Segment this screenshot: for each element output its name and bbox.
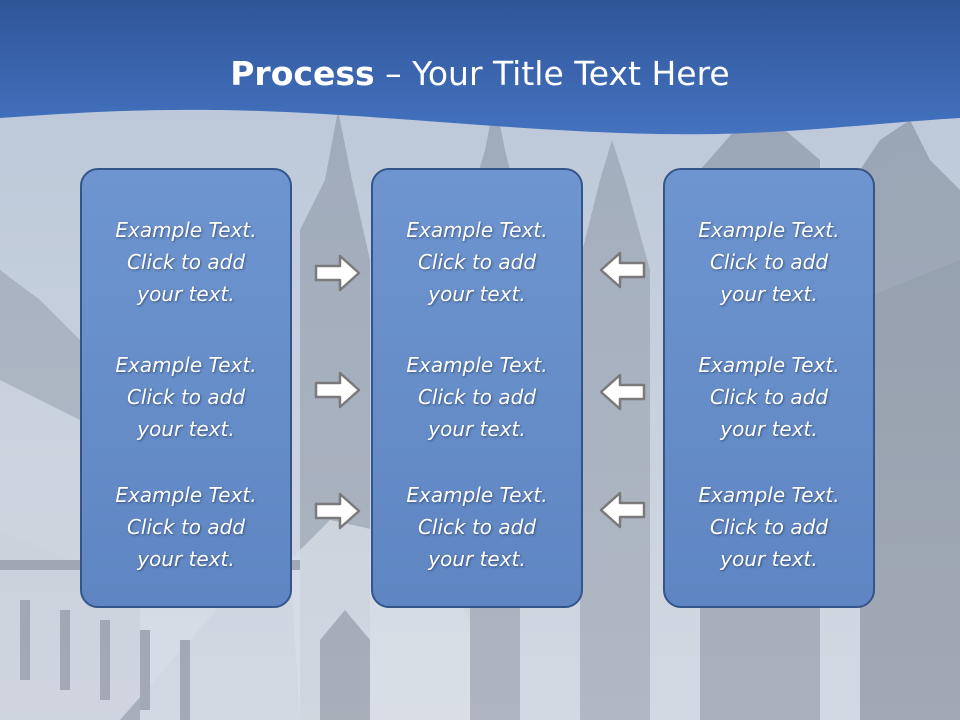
item-line: Example Text. — [698, 218, 840, 242]
process-box-right[interactable]: Example Text. Click to add your text. Ex… — [663, 168, 875, 608]
item-line: Click to add — [417, 250, 537, 274]
slide-title: Process – Your Title Text Here — [0, 52, 960, 96]
item-line: your text. — [428, 417, 526, 441]
text-item[interactable]: Example Text. Click to add your text. — [665, 349, 873, 445]
text-item[interactable]: Example Text. Click to add your text. — [82, 214, 290, 310]
title-bold: Process — [230, 54, 375, 93]
item-line: Click to add — [126, 385, 246, 409]
item-line: Example Text. — [406, 353, 548, 377]
item-line: Example Text. — [406, 483, 548, 507]
process-box-left[interactable]: Example Text. Click to add your text. Ex… — [80, 168, 292, 608]
text-item[interactable]: Example Text. Click to add your text. — [82, 479, 290, 575]
arrow-right-icon — [314, 492, 361, 530]
text-item[interactable]: Example Text. Click to add your text. — [665, 479, 873, 575]
item-line: Example Text. — [698, 353, 840, 377]
arrow-left-icon — [599, 251, 646, 289]
text-item[interactable]: Example Text. Click to add your text. — [665, 214, 873, 310]
item-line: Example Text. — [698, 483, 840, 507]
arrow-right-icon — [314, 371, 361, 409]
item-line: Click to add — [126, 250, 246, 274]
item-line: your text. — [720, 547, 818, 571]
header-band — [0, 0, 960, 135]
arrow-left-icon — [599, 373, 646, 411]
arrow-right-icon — [314, 254, 361, 292]
item-line: your text. — [137, 417, 235, 441]
text-item[interactable]: Example Text. Click to add your text. — [373, 349, 581, 445]
item-line: your text. — [720, 282, 818, 306]
item-line: Click to add — [417, 515, 537, 539]
item-line: your text. — [137, 547, 235, 571]
item-line: your text. — [137, 282, 235, 306]
item-line: Click to add — [709, 385, 829, 409]
item-line: Click to add — [709, 250, 829, 274]
item-line: Example Text. — [115, 353, 257, 377]
item-line: Example Text. — [406, 218, 548, 242]
item-line: your text. — [428, 282, 526, 306]
text-item[interactable]: Example Text. Click to add your text. — [373, 479, 581, 575]
title-rest: – Your Title Text Here — [374, 54, 730, 93]
text-item[interactable]: Example Text. Click to add your text. — [373, 214, 581, 310]
item-line: Example Text. — [115, 483, 257, 507]
item-line: your text. — [428, 547, 526, 571]
text-item[interactable]: Example Text. Click to add your text. — [82, 349, 290, 445]
item-line: Example Text. — [115, 218, 257, 242]
process-box-center[interactable]: Example Text. Click to add your text. Ex… — [371, 168, 583, 608]
arrow-left-icon — [599, 491, 646, 529]
item-line: your text. — [720, 417, 818, 441]
item-line: Click to add — [417, 385, 537, 409]
item-line: Click to add — [709, 515, 829, 539]
item-line: Click to add — [126, 515, 246, 539]
